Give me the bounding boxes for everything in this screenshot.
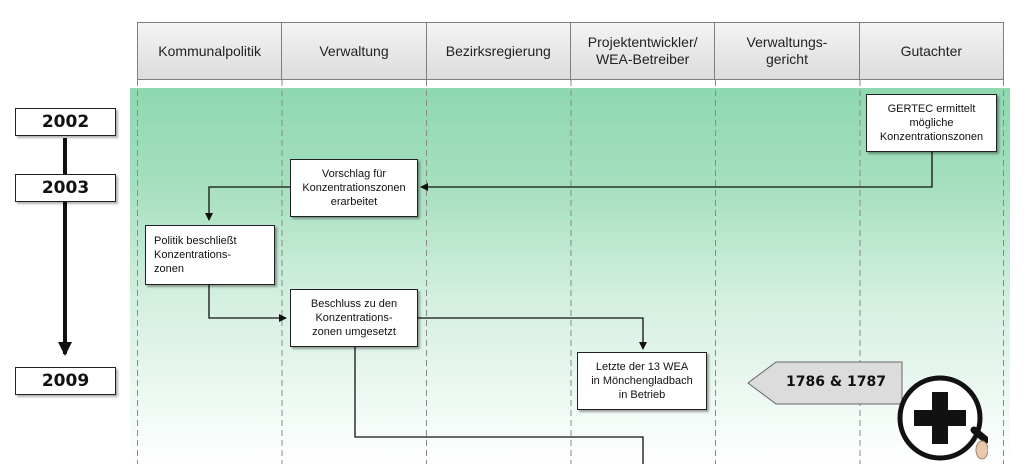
year-2003: 2003 (15, 174, 116, 202)
box-gertec: GERTEC ermittelt mögliche Konzentrations… (866, 94, 997, 152)
lane-gutachter: Gutachter (900, 42, 963, 59)
box-vorschlag: Vorschlag für Konzentrationszonen erarbe… (290, 159, 418, 217)
reference-tag-label: 1786 & 1787 (786, 374, 886, 390)
lane-kommunalpolitik: Kommunalpolitik (138, 23, 283, 79)
lane-dividers (137, 80, 1004, 464)
box-letzte: Letzte der 13 WEA in Mönchengladbach in … (577, 352, 707, 410)
lane-verwaltung: Verwaltung (282, 23, 427, 79)
reference-tag-shape (747, 361, 903, 405)
box-beschluss: Beschluss zu den Konzentrations- zonen u… (290, 289, 418, 347)
lane-verwaltungsgericht: Verwaltungs- gericht (715, 23, 860, 79)
lane-projektentwickler: Projektentwickler/ WEA-Betreiber (571, 23, 716, 79)
lane-bezirksregierung: Bezirksregierung (427, 23, 571, 79)
magnifier-plus-icon[interactable] (896, 372, 990, 464)
flow-arrows (205, 152, 933, 464)
swimlane-header: Kommunalpolitik Verwaltung Bezirksregier… (137, 22, 1004, 80)
box-politik: Politik beschließt Konzentrations- zonen (145, 225, 275, 285)
year-2009: 2009 (15, 367, 116, 395)
year-2002: 2002 (15, 108, 116, 136)
